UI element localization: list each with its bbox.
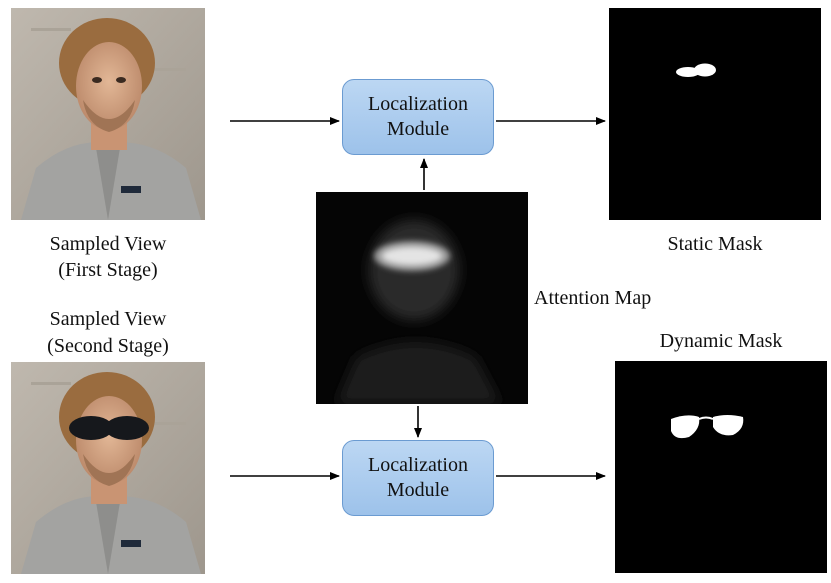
localization-module-top-line1: Localization <box>368 93 468 115</box>
sampled-view-first-label-line2: (First Stage) <box>58 259 158 281</box>
localization-module-top-line2: Module <box>386 118 450 140</box>
static-mask-image <box>609 8 821 220</box>
localization-module-bottom-line1: Localization <box>368 454 468 476</box>
localization-module-bottom: Localization Module <box>342 440 494 516</box>
dynamic-mask-image <box>615 361 827 573</box>
sampled-view-first-stage-image <box>11 8 205 220</box>
static-mask-label: Static Mask <box>667 233 763 255</box>
attention-map-label: Attention Map <box>534 287 652 309</box>
sampled-view-second-label-line2: (Second Stage) <box>47 335 169 357</box>
attention-map-image <box>316 192 528 404</box>
localization-module-top: Localization Module <box>342 79 494 155</box>
sampled-view-second-stage-image <box>11 362 205 574</box>
localization-module-bottom-line2: Module <box>386 479 450 501</box>
sampled-view-first-label-line1: Sampled View <box>49 233 167 255</box>
dynamic-mask-label: Dynamic Mask <box>659 330 783 352</box>
sampled-view-second-label-line1: Sampled View <box>49 308 167 330</box>
